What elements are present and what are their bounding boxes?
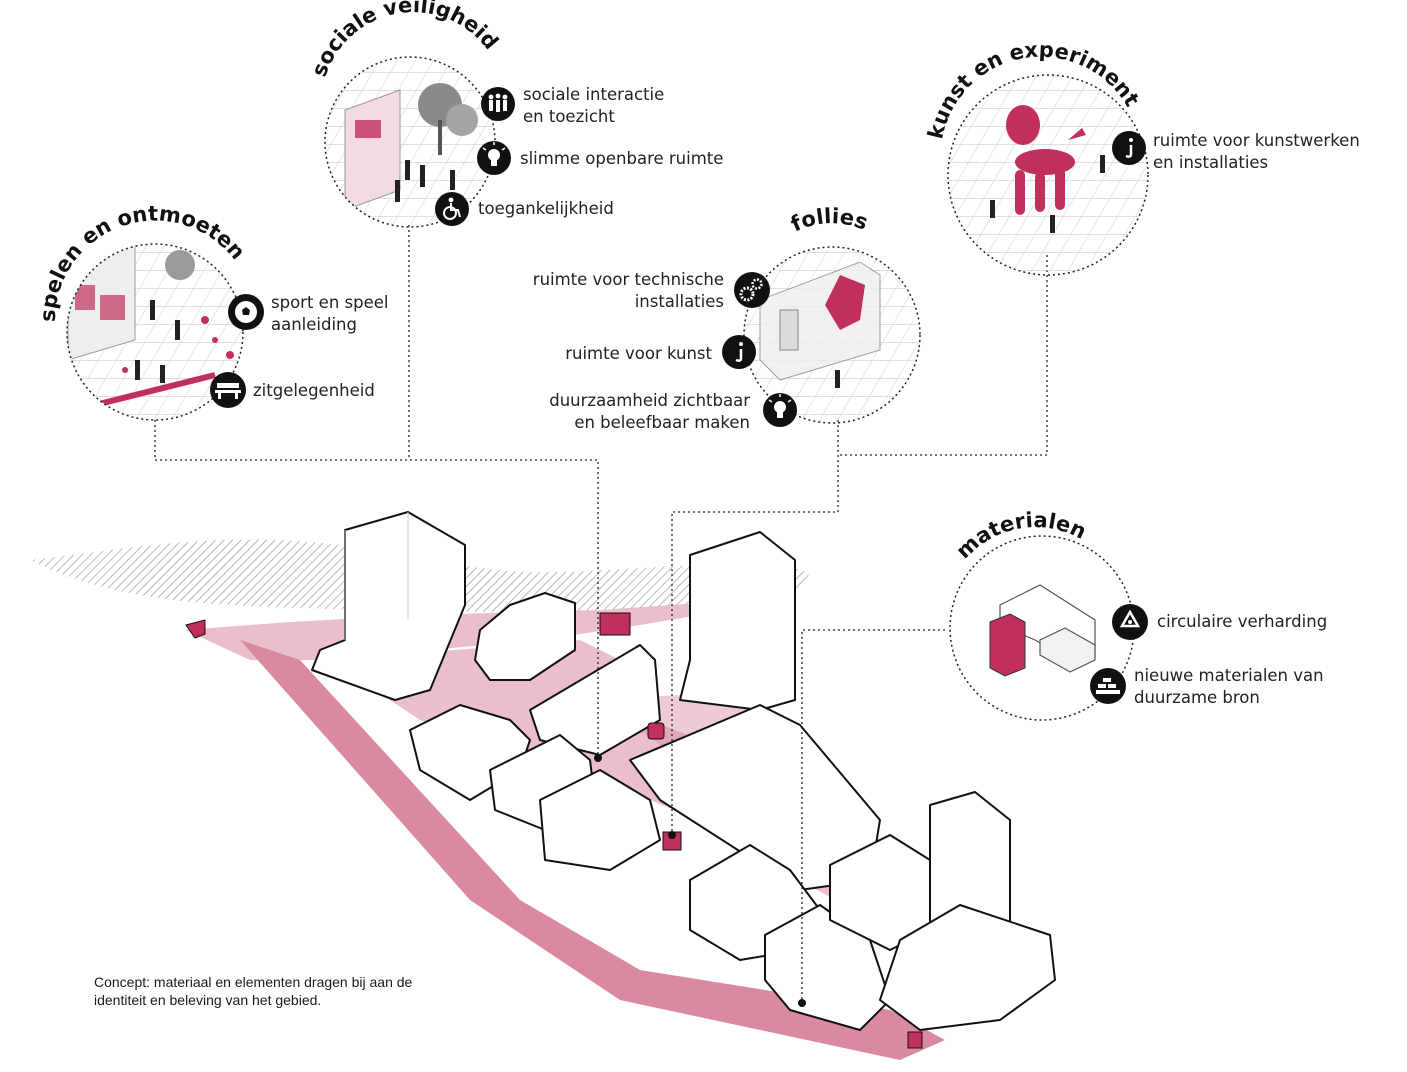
label-kunstwerken: ruimte voor kunstwerken en installaties xyxy=(1153,131,1360,172)
label-technische-installaties: ruimte voor technische installaties xyxy=(532,270,724,311)
bricks-icon xyxy=(1090,668,1126,704)
bench-icon xyxy=(210,372,246,408)
building-tower-left xyxy=(311,511,466,701)
lightbulb-icon xyxy=(763,393,797,427)
building-block-1 xyxy=(474,592,576,681)
leader-lines xyxy=(154,225,1048,1003)
people-group-icon xyxy=(481,87,515,121)
title-materialen: materialen xyxy=(951,508,1090,563)
label-zitgelegenheid: zitgelegenheid xyxy=(253,381,375,400)
building-block-2 xyxy=(529,644,661,756)
building-block-9 xyxy=(879,904,1056,1031)
circle-kunst-en-experiment xyxy=(947,74,1149,276)
info-icon xyxy=(722,335,756,369)
pink-kiosks xyxy=(185,612,923,1049)
figure-caption: Concept: materiaal en elementen dragen b… xyxy=(94,974,413,1008)
soccer-ball-icon xyxy=(228,294,264,330)
label-slimme-openbare-ruimte: slimme openbare ruimte xyxy=(520,149,724,168)
label-circulaire-verharding: circulaire verharding xyxy=(1157,612,1328,631)
label-nieuwe-materialen: nieuwe materialen van duurzame bron xyxy=(1134,666,1324,707)
leader-dots xyxy=(594,754,806,1007)
circle-sociale-veiligheid xyxy=(324,56,496,228)
recycle-icon xyxy=(1112,604,1148,640)
label-toegankelijkheid: toegankelijkheid xyxy=(478,199,614,218)
building-tower-center xyxy=(679,531,796,711)
wheelchair-icon xyxy=(435,192,469,226)
info-icon xyxy=(1112,131,1146,165)
title-follies: follies xyxy=(787,204,871,236)
building-block-5 xyxy=(539,769,661,871)
label-sport-en-speel: sport en speel aanleiding xyxy=(271,293,389,334)
gears-icon xyxy=(734,272,770,308)
label-ruimte-voor-kunst: ruimte voor kunst xyxy=(565,344,712,363)
building-block-7 xyxy=(764,904,891,1031)
lightbulb-icon xyxy=(477,141,511,175)
buildings xyxy=(311,511,1056,1031)
circle-follies xyxy=(743,246,921,424)
label-sociale-interactie: sociale interactie en toezicht xyxy=(523,85,665,126)
label-duurzaamheid: duurzaamheid zichtbaar en beleefbaar mak… xyxy=(549,391,750,432)
